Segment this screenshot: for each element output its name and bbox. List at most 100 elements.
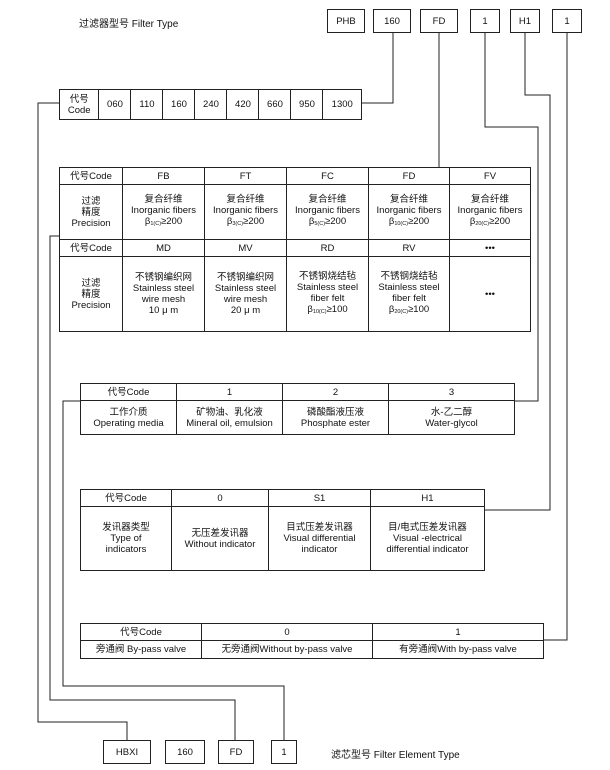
- beta-ratio: ≥200: [161, 216, 183, 227]
- cell-en: Inorganic fibers: [295, 205, 360, 216]
- cell-cn: 复合纤维: [470, 194, 509, 205]
- precision-cell: 复合纤维 Inorganic fibers β20(C)≥200: [449, 184, 531, 240]
- cell-line: •••: [485, 288, 495, 300]
- precision-label-line: 过滤: [81, 277, 101, 289]
- precision-code: FB: [122, 167, 205, 185]
- media-code: 3: [388, 383, 515, 401]
- precision-code-label: 代号Code: [59, 167, 123, 185]
- precision-code: FD: [368, 167, 450, 185]
- connector-160: [362, 33, 394, 104]
- code-strip-label-cn: 代号: [69, 93, 89, 105]
- cell-line: 无压差发讯器: [191, 527, 249, 539]
- beta-ratio: ≥200: [408, 216, 430, 227]
- code-strip-label-en: Code: [67, 104, 91, 116]
- code-strip-value: 420: [226, 89, 260, 120]
- cell-beta: β5(C)≥200: [288, 216, 367, 230]
- element-type-title: 滤芯型号 Filter Element Type: [331, 750, 460, 761]
- cell-beta: β20(C)≥200: [451, 216, 529, 230]
- media-cell: 磷酸酯液压液 Phosphate ester: [282, 400, 389, 435]
- cell-en: Water-glycol: [425, 417, 478, 429]
- cell-cn: 复合纤维: [144, 194, 183, 205]
- precision-code: MV: [204, 239, 287, 257]
- connector-hbxi: [37, 102, 128, 740]
- cell-line: 不锈钢编织网: [134, 272, 192, 283]
- cell-line: Stainless steel: [132, 283, 195, 294]
- element-box-media: 1: [271, 740, 297, 764]
- model-box-bypass: 1: [552, 9, 582, 33]
- beta-symbol: β: [388, 303, 395, 315]
- cell-line: Visual differential: [283, 533, 356, 544]
- precision-label-line: 精度: [81, 206, 101, 218]
- cell-en: Phosphate ester: [300, 417, 371, 429]
- code-strip-value: 950: [290, 89, 324, 120]
- precision-code: FV: [449, 167, 531, 185]
- cell-beta: β10(C)≥200: [370, 216, 448, 230]
- precision-cell: 不锈钢烧结毡 Stainless steel fiber felt β10(C)…: [286, 256, 369, 332]
- indicator-code-label: 代号Code: [80, 489, 172, 507]
- beta-subscript: 20(C): [475, 221, 490, 227]
- cell-line: wire mesh: [141, 294, 186, 305]
- cell-en: Inorganic fibers: [131, 205, 196, 216]
- code-strip-label: 代号 Code: [58, 89, 100, 120]
- beta-symbol: β: [307, 303, 313, 315]
- cell-line: Stainless steel: [214, 283, 277, 294]
- indicator-cell: 目式压差发讯器 Visual differential indicator: [268, 506, 371, 571]
- indicator-label-line: 发讯器类型: [102, 522, 150, 533]
- cell-en: Inorganic fibers: [457, 205, 523, 216]
- media-label-en: Operating media: [93, 417, 164, 429]
- code-strip-value: 660: [258, 89, 292, 120]
- cell-cn: 复合纤维: [308, 194, 347, 205]
- cell-cn: 复合纤维: [226, 194, 265, 205]
- precision-table: 代号Code FB FT FC FD FV 过滤 精度 Precision 复合…: [59, 167, 531, 332]
- cell-beta: β3(C)≥200: [206, 216, 285, 230]
- cell-line: 10 μ m: [148, 305, 179, 316]
- precision-cell: 不锈钢烧结毡 Stainless steel fiber felt β20(C)…: [368, 256, 450, 332]
- cell-line: Without indicator: [184, 538, 256, 550]
- cell-line: 不锈钢烧结毡: [298, 270, 356, 282]
- media-label: 工作介质 Operating media: [80, 400, 177, 435]
- precision-code: MD: [122, 239, 205, 257]
- cell-line: fiber felt: [392, 292, 426, 304]
- media-label-cn: 工作介质: [109, 406, 148, 418]
- cell-line: indicator: [301, 544, 338, 555]
- cell-cn: 磷酸酯液压液: [306, 406, 364, 418]
- cell-line: Visual -electrical: [393, 533, 462, 544]
- model-box-phb: PHB: [327, 9, 365, 33]
- cell-cn: 水-乙二醇: [430, 406, 473, 418]
- beta-symbol: β: [226, 216, 233, 227]
- element-box-160: 160: [165, 740, 205, 764]
- indicator-code: 0: [171, 489, 269, 507]
- cell-line: differential indicator: [386, 544, 469, 555]
- precision-code-label: 代号Code: [59, 239, 123, 257]
- beta-symbol: β: [469, 216, 476, 227]
- precision-label-line: 精度: [81, 288, 101, 300]
- bypass-label: 旁通阀 By-pass valve: [80, 640, 202, 659]
- connector-bypass: [543, 33, 568, 641]
- cell-line: 20 μ m: [230, 305, 261, 316]
- beta-subscript: 5(C): [314, 221, 326, 227]
- precision-code: FC: [286, 167, 369, 185]
- cell-en: Mineral oil, emulsion: [186, 417, 273, 429]
- cell-line: fiber felt: [310, 292, 345, 304]
- beta-ratio: ≥200: [325, 216, 347, 227]
- media-cell: 矿物油、乳化液 Mineral oil, emulsion: [176, 400, 283, 435]
- cell-cn: 复合纤维: [389, 194, 428, 205]
- precision-label: 过滤 精度 Precision: [59, 256, 123, 332]
- media-cell: 水-乙二醇 Water-glycol: [388, 400, 515, 435]
- precision-label-line: 过滤: [81, 195, 101, 207]
- precision-cell: 复合纤维 Inorganic fibers β10(C)≥200: [368, 184, 450, 240]
- cell-line: 不锈钢编织网: [216, 272, 274, 283]
- connector-bfd: [62, 400, 285, 740]
- indicator-cell: 无压差发讯器 Without indicator: [171, 506, 269, 571]
- filter-type-title: 过滤器型号 Filter Type: [79, 19, 179, 30]
- beta-ratio: ≥200: [243, 216, 265, 227]
- beta-subscript: 1(C): [150, 221, 162, 227]
- code-strip: 代号 Code 060 110 160 240 420 660 950 1300: [58, 89, 362, 120]
- bypass-code-label: 代号Code: [80, 623, 202, 641]
- indicator-code: H1: [370, 489, 485, 507]
- model-box-media: 1: [470, 9, 500, 33]
- cell-en: Inorganic fibers: [213, 205, 278, 216]
- cell-cn: 矿物油、乳化液: [196, 406, 263, 418]
- beta-ratio: ≥100: [326, 303, 348, 315]
- precision-code: RD: [286, 239, 369, 257]
